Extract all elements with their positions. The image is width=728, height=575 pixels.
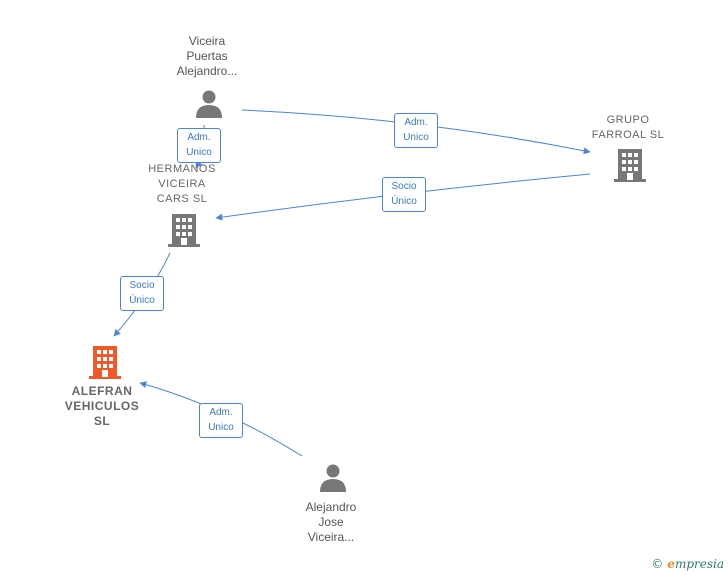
edge-label-line1: Adm. (404, 117, 428, 128)
company-label-alefran[interactable]: ALEFRAN VEHICULOS SL (64, 384, 140, 428)
edge-label-line2: Unico (186, 147, 212, 158)
edge-label-line2: Unico (403, 132, 429, 143)
edge-label-socio-unico[interactable]: Socio Único (382, 177, 426, 212)
person-icon[interactable] (194, 89, 224, 119)
brand-watermark: ©empresia (651, 557, 724, 571)
edge-label-line2: Único (129, 295, 155, 306)
edge-label-line1: Adm. (187, 132, 211, 143)
edge-label-socio-unico[interactable]: Socio Único (120, 276, 164, 311)
edge-label-line2: Unico (208, 422, 234, 433)
company-label-grupo-farroal[interactable]: GRUPO FARROAL SL (591, 114, 665, 141)
edge-label-adm-unico[interactable]: Adm. Unico (394, 113, 438, 148)
building-icon[interactable] (614, 148, 646, 182)
person-label-viceira-puertas[interactable]: Viceira Puertas Alejandro... (176, 34, 238, 78)
edge-label-adm-unico[interactable]: Adm. Unico (177, 128, 221, 163)
company-label-hermanos-viceira[interactable]: HERMANOS VICEIRA CARS SL (148, 163, 216, 205)
brand-name: mpresia (674, 557, 724, 571)
edge-label-adm-unico[interactable]: Adm. Unico (199, 403, 243, 438)
building-icon-highlighted[interactable] (89, 345, 121, 379)
edge-label-line2: Único (391, 196, 417, 207)
building-icon[interactable] (168, 213, 200, 247)
edge-label-line1: Socio (129, 280, 155, 291)
person-label-alejandro-jose[interactable]: Alejandro Jose Viceira... (305, 500, 357, 544)
edge-label-line1: Adm. (209, 407, 233, 418)
brand-logo-e: e (667, 557, 675, 571)
copyright-icon: © (651, 557, 664, 571)
person-icon[interactable] (318, 463, 348, 493)
edge-label-line1: Socio (391, 181, 417, 192)
